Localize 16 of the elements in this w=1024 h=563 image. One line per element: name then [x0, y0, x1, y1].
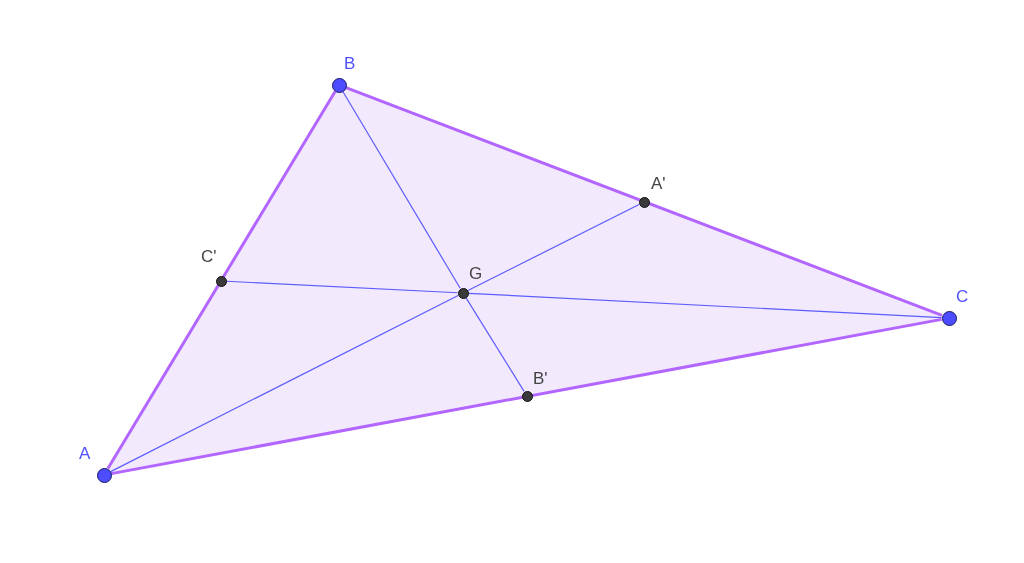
point-label: C' [201, 248, 217, 265]
point-label: A [79, 445, 91, 462]
median-line [467, 292, 943, 319]
triangle-side [106, 90, 337, 470]
median-line [225, 280, 459, 294]
median-line [467, 203, 640, 292]
point-label: G [469, 265, 483, 282]
point-label: C [956, 288, 969, 305]
median-line [110, 294, 459, 473]
point-label: B' [533, 370, 548, 387]
median-line [465, 297, 525, 392]
median-line [342, 90, 461, 289]
point-label: A' [651, 175, 666, 192]
triangle-side [345, 86, 943, 317]
point-label: B [344, 55, 356, 72]
triangle-side [111, 317, 942, 476]
